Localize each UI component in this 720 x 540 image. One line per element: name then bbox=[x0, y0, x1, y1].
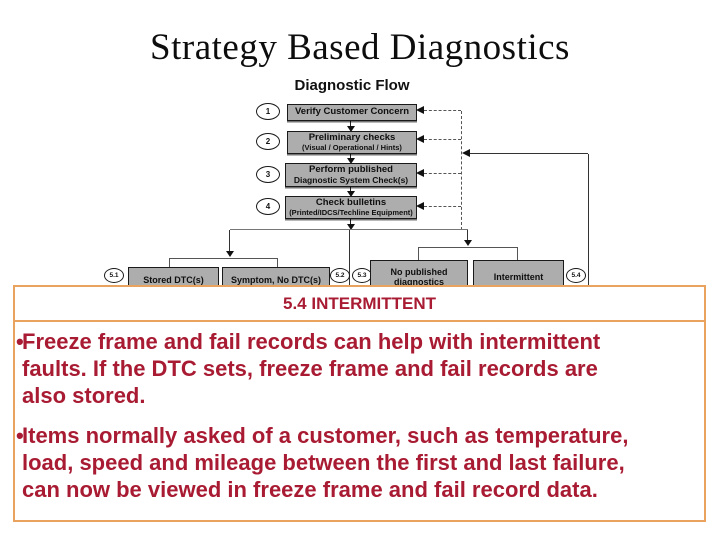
arrow-down-icon bbox=[347, 191, 355, 197]
arrow-down-icon bbox=[464, 240, 472, 246]
bullet-text: Freeze frame and fail records can help w… bbox=[22, 329, 601, 354]
callout-box-intermittent: 5.4 INTERMITTENT •Freeze frame and fail … bbox=[13, 285, 706, 522]
feedback-dashed-line bbox=[424, 173, 461, 174]
branch-drop-left bbox=[229, 230, 230, 251]
arrow-left-icon bbox=[416, 202, 424, 210]
flow-connector bbox=[350, 217, 351, 225]
step-circle-3: 3 bbox=[256, 166, 280, 183]
branch-bracket-left bbox=[169, 258, 278, 259]
flow-step-check-bulletins: Check bulletins (Printed/IDCS/Techline E… bbox=[285, 196, 417, 219]
bullet-line: load, speed and mileage between the firs… bbox=[22, 450, 625, 475]
bracket-leg bbox=[169, 258, 170, 267]
step-circle-4: 4 bbox=[256, 198, 280, 215]
branch-circle-5-4: 5.4 bbox=[566, 268, 586, 283]
return-line bbox=[470, 153, 588, 154]
bullet-text: Items normally asked of a customer, such… bbox=[22, 423, 629, 448]
arrow-left-icon bbox=[416, 169, 424, 177]
branch-drop-right bbox=[467, 230, 468, 240]
arrow-down-icon bbox=[347, 158, 355, 164]
flow-step-sublabel: (Visual / Operational / Hints) bbox=[302, 142, 402, 152]
bullet-icon: • bbox=[16, 329, 24, 354]
flow-connector bbox=[350, 119, 351, 127]
arrow-left-icon bbox=[416, 106, 424, 114]
arrow-down-icon bbox=[226, 251, 234, 257]
branch-bracket-right bbox=[418, 247, 518, 248]
bullet-line: •Freeze frame and fail records can help … bbox=[16, 328, 702, 355]
flow-step-sublabel: (Printed/IDCS/Techline Equipment) bbox=[289, 207, 413, 217]
bullet-line: also stored. bbox=[22, 383, 146, 408]
bracket-leg bbox=[277, 258, 278, 267]
flow-step-label: Preliminary checks bbox=[308, 132, 396, 144]
arrow-down-icon bbox=[347, 224, 355, 230]
arrow-left-icon bbox=[416, 135, 424, 143]
bullet-line: faults. If the DTC sets, freeze frame an… bbox=[22, 356, 598, 381]
flow-step-label: Perform published bbox=[309, 164, 393, 175]
feedback-dashed-line bbox=[424, 206, 461, 207]
branch-line bbox=[230, 229, 468, 230]
flow-step-verify-customer-concern: Verify Customer Concern bbox=[287, 104, 417, 121]
step-circle-1: 1 bbox=[256, 103, 280, 120]
feedback-dashed-line bbox=[461, 111, 462, 230]
bullet-line: can now be viewed in freeze frame and fa… bbox=[22, 477, 598, 502]
callout-bullet-1: •Freeze frame and fail records can help … bbox=[16, 328, 702, 409]
flow-connector bbox=[350, 152, 351, 159]
flow-step-perform-published: Perform published Diagnostic System Chec… bbox=[285, 163, 417, 187]
flow-step-label: Verify Customer Concern bbox=[294, 106, 410, 118]
flow-connector bbox=[350, 185, 351, 192]
arrow-down-icon bbox=[347, 126, 355, 132]
return-line bbox=[588, 154, 589, 285]
feedback-dashed-line bbox=[424, 110, 461, 111]
callout-bullet-2: •Items normally asked of a customer, suc… bbox=[16, 422, 702, 503]
branch-circle-5-2: 5.2 bbox=[330, 268, 350, 283]
feedback-dashed-line bbox=[424, 139, 461, 140]
callout-header: 5.4 INTERMITTENT bbox=[15, 287, 704, 322]
arrow-left-icon bbox=[462, 149, 470, 157]
branch-circle-5-1: 5.1 bbox=[104, 268, 124, 283]
bullet-line: •Items normally asked of a customer, suc… bbox=[16, 422, 702, 449]
flow-step-sublabel: Diagnostic System Check(s) bbox=[293, 174, 409, 185]
branch-circle-5-3: 5.3 bbox=[352, 268, 372, 283]
bracket-leg bbox=[418, 247, 419, 260]
flow-step-preliminary-checks: Preliminary checks (Visual / Operational… bbox=[287, 131, 417, 154]
slide-title: Strategy Based Diagnostics bbox=[150, 27, 570, 68]
bracket-leg bbox=[517, 247, 518, 260]
center-continuation-line bbox=[349, 230, 350, 285]
callout-body: •Freeze frame and fail records can help … bbox=[15, 322, 704, 503]
diagram-title: Diagnostic Flow bbox=[294, 77, 410, 94]
flow-step-label: Check bulletins bbox=[315, 197, 387, 209]
step-circle-2: 2 bbox=[256, 133, 280, 150]
bullet-icon: • bbox=[16, 423, 24, 448]
